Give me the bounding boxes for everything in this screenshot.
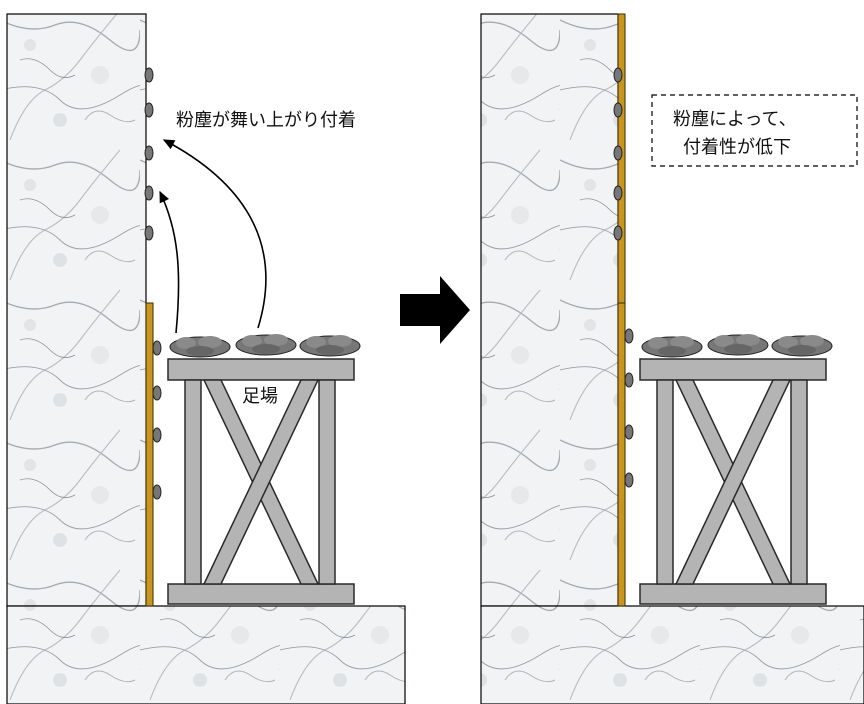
- dust-particle: [613, 225, 623, 241]
- right-wall: [480, 13, 619, 607]
- scaffold-brace: [674, 379, 792, 585]
- right-scaffold: [639, 358, 827, 605]
- dust-particle: [152, 484, 162, 500]
- dust-particle: [613, 102, 623, 118]
- dust-particle: [144, 185, 154, 201]
- scaffold-post-left: [184, 379, 202, 585]
- dust-pile: [641, 335, 703, 358]
- left-scaffold: [167, 358, 355, 605]
- dust-pile: [235, 333, 297, 356]
- left-wall: [6, 13, 147, 607]
- dust-pile: [771, 334, 833, 357]
- left-coating-strip: [145, 302, 154, 607]
- dust-particle: [152, 340, 162, 356]
- left-wall-dust-lower: [152, 340, 162, 500]
- dust-pile: [299, 334, 361, 357]
- note-box: [651, 94, 858, 167]
- dust-particle: [152, 385, 162, 401]
- dust-particle: [144, 67, 154, 83]
- dust-particle: [613, 67, 623, 83]
- dust-particle: [624, 328, 634, 344]
- note-line-2: 付着性が低下: [683, 137, 791, 158]
- dust-pile: [707, 333, 769, 356]
- dust-particle: [144, 225, 154, 241]
- note-line-1: 粉塵によって、: [673, 109, 797, 130]
- scaffold-bottom-board: [167, 583, 355, 605]
- dust-particle: [613, 185, 623, 201]
- right-coating-strip: [617, 13, 626, 607]
- scaffold-bottom-board: [639, 583, 827, 605]
- left-panel: 粉塵が舞い上がり付着 足場: [6, 13, 406, 704]
- dust-particle: [613, 145, 623, 161]
- dust-particle: [144, 145, 154, 161]
- scaffold-post-right: [790, 379, 808, 585]
- scaffold-label: 足場: [242, 386, 278, 407]
- rising-dust-arrow: [162, 139, 267, 329]
- right-wall-dust-lower: [624, 328, 634, 488]
- transition-arrow-icon: [400, 276, 470, 344]
- dust-pile: [169, 335, 231, 358]
- scaffold-brace: [202, 379, 320, 585]
- rising-dust-arrow: [159, 190, 180, 334]
- right-panel: 粉塵によって、 付着性が低下: [480, 13, 864, 704]
- dust-particle: [624, 372, 634, 388]
- scaffold-post-left: [656, 379, 674, 585]
- scaffold-post-right: [318, 379, 336, 585]
- right-wall-dust-upper: [613, 67, 623, 241]
- dust-particle: [624, 472, 634, 488]
- left-floor: [6, 605, 406, 704]
- dust-label: 粉塵が舞い上がり付着: [176, 110, 356, 131]
- scaffold-top-board: [639, 358, 827, 381]
- scaffold-top-board: [167, 358, 355, 381]
- right-floor: [480, 605, 864, 704]
- dust-particle: [144, 102, 154, 118]
- dust-particle: [152, 427, 162, 443]
- dust-particle: [624, 424, 634, 440]
- left-wall-dust-upper: [144, 67, 154, 241]
